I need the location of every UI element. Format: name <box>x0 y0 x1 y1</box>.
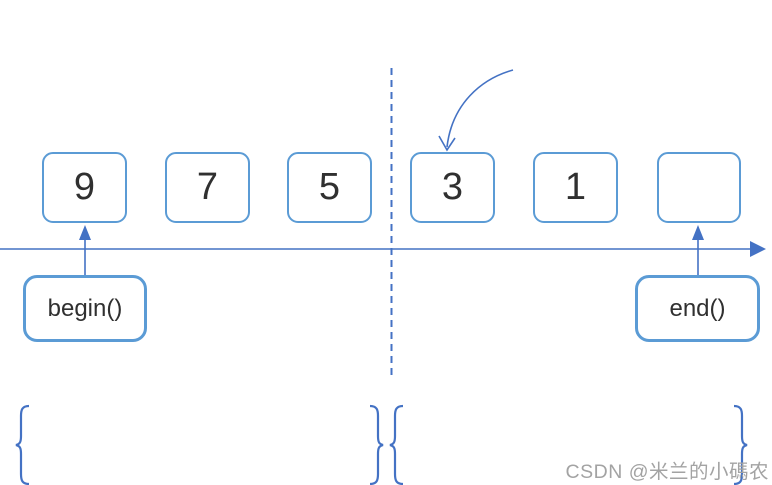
insert-position-arrow <box>438 69 514 152</box>
array-cell: 9 <box>42 152 127 223</box>
array-cell: 3 <box>410 152 495 223</box>
begin-arrowhead-icon <box>79 225 91 240</box>
axis-arrow <box>0 241 766 257</box>
begin-label: begin() <box>47 294 123 322</box>
axis-arrowhead-icon <box>750 241 766 257</box>
left-range-close-brace <box>369 404 384 485</box>
begin-pointer-arrow <box>79 225 91 275</box>
array-cell: 1 <box>533 152 618 223</box>
end-arrowhead-icon <box>692 225 704 240</box>
insert-arrowhead-icon <box>438 135 456 152</box>
array-cell: 5 <box>287 152 372 223</box>
right-range-open-brace <box>389 404 404 485</box>
end-label: end() <box>669 294 726 322</box>
end-label-box: end() <box>635 275 760 342</box>
end-pointer-arrow <box>692 225 704 275</box>
watermark: CSDN @米兰的小碼农 <box>565 461 769 483</box>
array-cell: 7 <box>165 152 250 223</box>
begin-label-box: begin() <box>23 275 147 342</box>
left-range-open-brace <box>15 404 30 485</box>
array-cell-empty <box>657 152 741 223</box>
left-range-braces <box>15 404 384 485</box>
